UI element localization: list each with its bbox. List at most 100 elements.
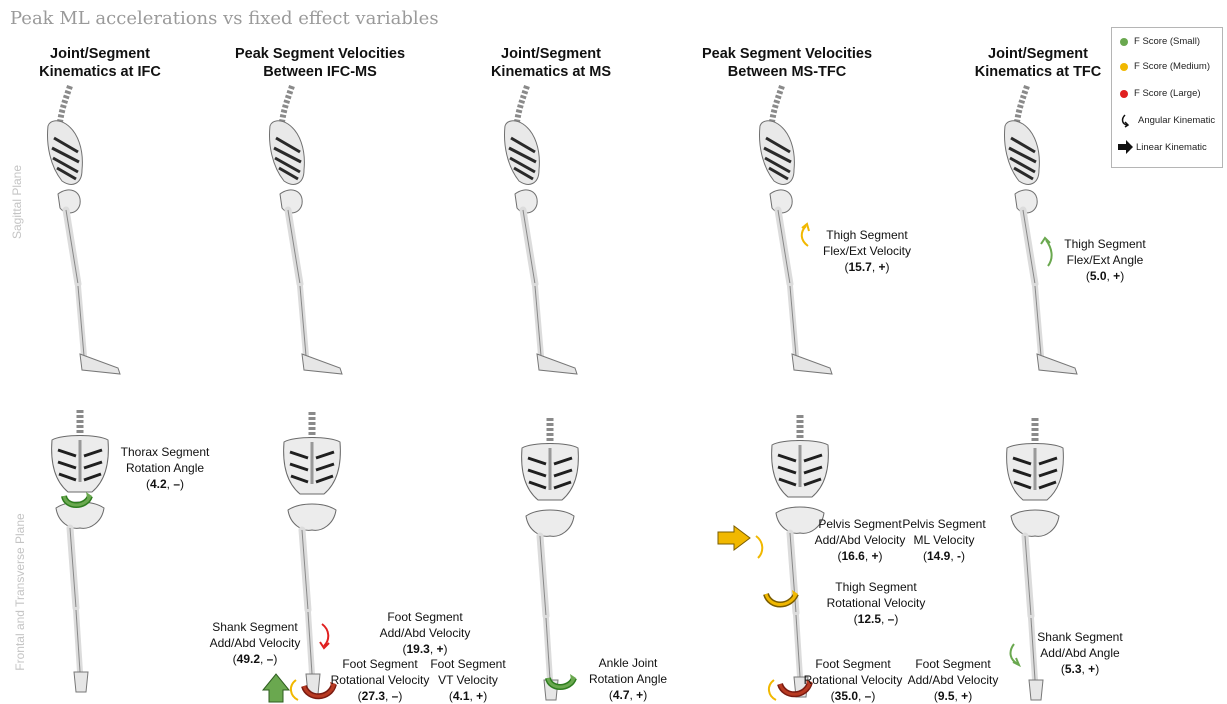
annotation-line1: Foot Segment xyxy=(800,656,906,672)
effect-sign: + xyxy=(872,549,879,563)
rotation-arrow-icon xyxy=(64,492,92,505)
legend-label: F Score (Medium) xyxy=(1134,61,1210,72)
legend: F Score (Small) F Score (Medium) F Score… xyxy=(1111,27,1223,168)
annotation-line1: Ankle Joint xyxy=(578,655,678,671)
effect-sign: – xyxy=(865,689,872,703)
linear-right-arrow-icon xyxy=(718,526,750,550)
effect-sign: + xyxy=(636,688,643,702)
legend-item-linear: Linear Kinematic xyxy=(1118,140,1207,154)
annotation-stat: (4.7, +) xyxy=(578,687,678,703)
effect-sign: – xyxy=(173,477,180,491)
curved-arrow-icon xyxy=(756,536,762,558)
curved-arrow-icon xyxy=(1120,113,1134,127)
annotation-line2: Flex/Ext Angle xyxy=(1050,252,1160,268)
effect-sign: – xyxy=(267,652,274,666)
effect-sign: – xyxy=(392,689,399,703)
f-score-value: 19.3 xyxy=(406,642,429,656)
annotation-thigh-rotational-velocity: Thigh Segment Rotational Velocity (12.5,… xyxy=(818,579,934,627)
annotation-stat: (5.3, +) xyxy=(1030,661,1130,677)
f-score-value: 4.7 xyxy=(613,688,630,702)
annotation-line2: VT Velocity xyxy=(420,672,516,688)
rotation-arrow-icon xyxy=(766,590,798,605)
annotation-line2: Rotational Velocity xyxy=(818,595,934,611)
annotation-stat: (49.2, –) xyxy=(200,651,310,667)
annotation-line2: Rotational Velocity xyxy=(325,672,435,688)
rotation-arrow-icon xyxy=(548,674,576,687)
annotation-foot-rotational-velocity-1: Foot Segment Rotational Velocity (27.3, … xyxy=(325,656,435,704)
f-score-value: 14.9 xyxy=(927,549,950,563)
f-score-value: 4.1 xyxy=(453,689,470,703)
legend-label: F Score (Small) xyxy=(1134,36,1200,47)
legend-label: F Score (Large) xyxy=(1134,88,1201,99)
annotation-line2: Add/Abd Velocity xyxy=(900,672,1006,688)
annotation-line1: Thorax Segment xyxy=(110,444,220,460)
annotation-stat: (4.2, –) xyxy=(110,476,220,492)
curved-arrow-icon xyxy=(291,680,298,700)
red-dot-icon xyxy=(1120,90,1128,98)
linear-up-arrow-icon xyxy=(263,674,289,702)
annotation-ankle-rotation-angle: Ankle Joint Rotation Angle (4.7, +) xyxy=(578,655,678,703)
legend-label: Angular Kinematic xyxy=(1138,115,1215,126)
annotation-foot-add-abd-velocity-2: Foot Segment Add/Abd Velocity (9.5, +) xyxy=(900,656,1006,704)
effect-sign: + xyxy=(1113,269,1120,283)
annotation-line1: Foot Segment xyxy=(900,656,1006,672)
annotation-stat: (19.3, +) xyxy=(370,641,480,657)
f-score-value: 5.0 xyxy=(1090,269,1107,283)
effect-sign: + xyxy=(961,689,968,703)
annotation-stat: (15.7, +) xyxy=(812,259,922,275)
annotation-line2: Flex/Ext Velocity xyxy=(812,243,922,259)
annotation-stat: (5.0, +) xyxy=(1050,268,1160,284)
f-score-value: 5.3 xyxy=(1065,662,1082,676)
legend-item-small: F Score (Small) xyxy=(1120,36,1200,47)
annotation-foot-vt-velocity: Foot Segment VT Velocity (4.1, +) xyxy=(420,656,516,704)
annotation-line1: Pelvis Segment xyxy=(896,516,992,532)
annotation-line2: Rotation Angle xyxy=(110,460,220,476)
annotation-line1: Shank Segment xyxy=(1030,629,1130,645)
annotation-stat: (12.5, –) xyxy=(818,611,934,627)
annotation-foot-rotational-velocity-2: Foot Segment Rotational Velocity (35.0, … xyxy=(800,656,906,704)
legend-label: Linear Kinematic xyxy=(1136,142,1207,153)
f-score-value: 15.7 xyxy=(848,260,871,274)
curved-arrow-icon xyxy=(1011,644,1019,665)
f-score-value: 4.2 xyxy=(150,477,167,491)
annotation-line2: Add/Abd Angle xyxy=(1030,645,1130,661)
annotation-line1: Foot Segment xyxy=(420,656,516,672)
annotation-line2: Rotation Angle xyxy=(578,671,678,687)
effect-sign: – xyxy=(888,612,895,626)
annotation-line1: Thigh Segment xyxy=(1050,236,1160,252)
annotation-line2: Add/Abd Velocity xyxy=(200,635,310,651)
effect-sign: - xyxy=(957,549,961,563)
f-score-value: 35.0 xyxy=(835,689,858,703)
annotation-line2: Rotational Velocity xyxy=(800,672,906,688)
yellow-dot-icon xyxy=(1120,63,1128,71)
annotation-thigh-flex-ext-angle: Thigh Segment Flex/Ext Angle (5.0, +) xyxy=(1050,236,1160,284)
annotation-line1: Thigh Segment xyxy=(812,227,922,243)
curved-arrow-icon xyxy=(769,680,776,700)
black-arrow-icon xyxy=(1118,140,1134,154)
annotation-line2: Add/Abd Velocity xyxy=(370,625,480,641)
legend-item-angular: Angular Kinematic xyxy=(1120,113,1215,127)
annotation-thigh-flex-ext-velocity: Thigh Segment Flex/Ext Velocity (15.7, +… xyxy=(812,227,922,275)
legend-item-large: F Score (Large) xyxy=(1120,88,1201,99)
f-score-value: 16.6 xyxy=(841,549,864,563)
curved-arrow-icon xyxy=(802,224,809,246)
effect-sign: + xyxy=(879,260,886,274)
effect-sign: + xyxy=(1088,662,1095,676)
legend-item-medium: F Score (Medium) xyxy=(1120,61,1210,72)
annotation-shank-add-abd-velocity: Shank Segment Add/Abd Velocity (49.2, –) xyxy=(200,619,310,667)
curved-arrow-icon xyxy=(320,624,329,648)
effect-sign: + xyxy=(476,689,483,703)
annotation-stat: (14.9, -) xyxy=(896,548,992,564)
f-score-value: 27.3 xyxy=(362,689,385,703)
annotation-line1: Foot Segment xyxy=(325,656,435,672)
f-score-value: 9.5 xyxy=(938,689,955,703)
effect-sign: + xyxy=(437,642,444,656)
annotation-line2: ML Velocity xyxy=(896,532,992,548)
green-dot-icon xyxy=(1120,38,1128,46)
annotation-shank-add-abd-angle: Shank Segment Add/Abd Angle (5.3, +) xyxy=(1030,629,1130,677)
f-score-value: 49.2 xyxy=(237,652,260,666)
annotation-pelvis-ml-velocity: Pelvis Segment ML Velocity (14.9, -) xyxy=(896,516,992,564)
annotation-line1: Thigh Segment xyxy=(818,579,934,595)
annotation-line1: Foot Segment xyxy=(370,609,480,625)
